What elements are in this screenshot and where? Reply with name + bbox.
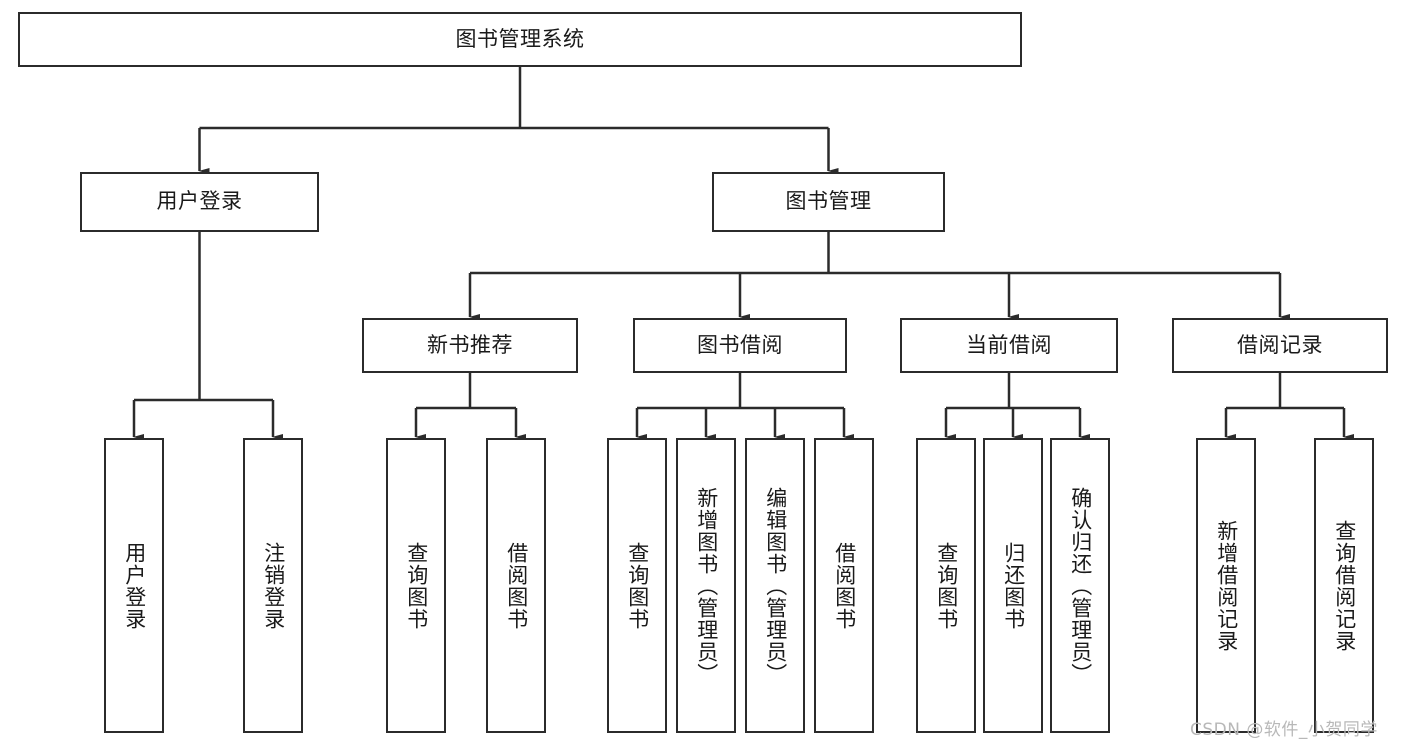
node-label-leaf-logout: 注销登录 bbox=[261, 541, 286, 630]
node-label-leaf-query-borrow-record: 查询借阅记录 bbox=[1332, 519, 1357, 652]
node-leaf-confirm-return[interactable]: 确认归还（管理员） bbox=[1050, 438, 1110, 733]
node-label-leaf-query-book-current: 查询图书 bbox=[934, 541, 959, 630]
node-label-leaf-return-book: 归还图书 bbox=[1001, 541, 1026, 630]
node-leaf-borrow-book-recommend[interactable]: 借阅图书 bbox=[486, 438, 546, 733]
node-leaf-borrow-book[interactable]: 借阅图书 bbox=[814, 438, 874, 733]
node-book-management[interactable]: 图书管理 bbox=[712, 172, 945, 232]
node-label-new-book-recommend: 新书推荐 bbox=[427, 332, 513, 357]
node-label-leaf-borrow-book: 借阅图书 bbox=[832, 541, 857, 630]
node-leaf-logout[interactable]: 注销登录 bbox=[243, 438, 303, 733]
node-book-borrow[interactable]: 图书借阅 bbox=[633, 318, 847, 373]
node-label-root: 图书管理系统 bbox=[455, 26, 585, 51]
node-leaf-edit-book[interactable]: 编辑图书（管理员） bbox=[745, 438, 805, 733]
node-leaf-return-book[interactable]: 归还图书 bbox=[983, 438, 1043, 733]
node-label-leaf-confirm-return: 确认归还（管理员） bbox=[1068, 486, 1093, 685]
connector-group bbox=[132, 67, 1354, 440]
node-leaf-user-login[interactable]: 用户登录 bbox=[104, 438, 164, 733]
node-label-user-login: 用户登录 bbox=[156, 189, 243, 214]
node-borrow-record[interactable]: 借阅记录 bbox=[1172, 318, 1388, 373]
node-label-leaf-query-book-recommend: 查询图书 bbox=[404, 541, 429, 630]
node-new-book-recommend[interactable]: 新书推荐 bbox=[362, 318, 578, 373]
node-user-login[interactable]: 用户登录 bbox=[80, 172, 319, 232]
node-leaf-query-book-borrow[interactable]: 查询图书 bbox=[607, 438, 667, 733]
node-label-borrow-record: 借阅记录 bbox=[1237, 332, 1323, 357]
node-label-book-borrow: 图书借阅 bbox=[697, 332, 783, 357]
node-label-leaf-user-login: 用户登录 bbox=[122, 541, 147, 630]
csdn-watermark: CSDN @软件_小贺同学 bbox=[1190, 720, 1378, 740]
node-leaf-query-book-current[interactable]: 查询图书 bbox=[916, 438, 976, 733]
node-label-leaf-borrow-book-recommend: 借阅图书 bbox=[504, 541, 529, 630]
node-label-leaf-add-book: 新增图书（管理员） bbox=[694, 486, 719, 685]
node-leaf-query-borrow-record[interactable]: 查询借阅记录 bbox=[1314, 438, 1374, 733]
node-root[interactable]: 图书管理系统 bbox=[18, 12, 1022, 67]
node-label-book-management: 图书管理 bbox=[785, 189, 872, 214]
node-label-leaf-edit-book: 编辑图书（管理员） bbox=[763, 486, 788, 685]
node-label-leaf-query-book-borrow: 查询图书 bbox=[625, 541, 650, 630]
node-leaf-add-book[interactable]: 新增图书（管理员） bbox=[676, 438, 736, 733]
node-current-borrow[interactable]: 当前借阅 bbox=[900, 318, 1118, 373]
node-leaf-add-borrow-record[interactable]: 新增借阅记录 bbox=[1196, 438, 1256, 733]
node-label-current-borrow: 当前借阅 bbox=[966, 332, 1052, 357]
node-leaf-query-book-recommend[interactable]: 查询图书 bbox=[386, 438, 446, 733]
node-label-leaf-add-borrow-record: 新增借阅记录 bbox=[1214, 519, 1239, 652]
